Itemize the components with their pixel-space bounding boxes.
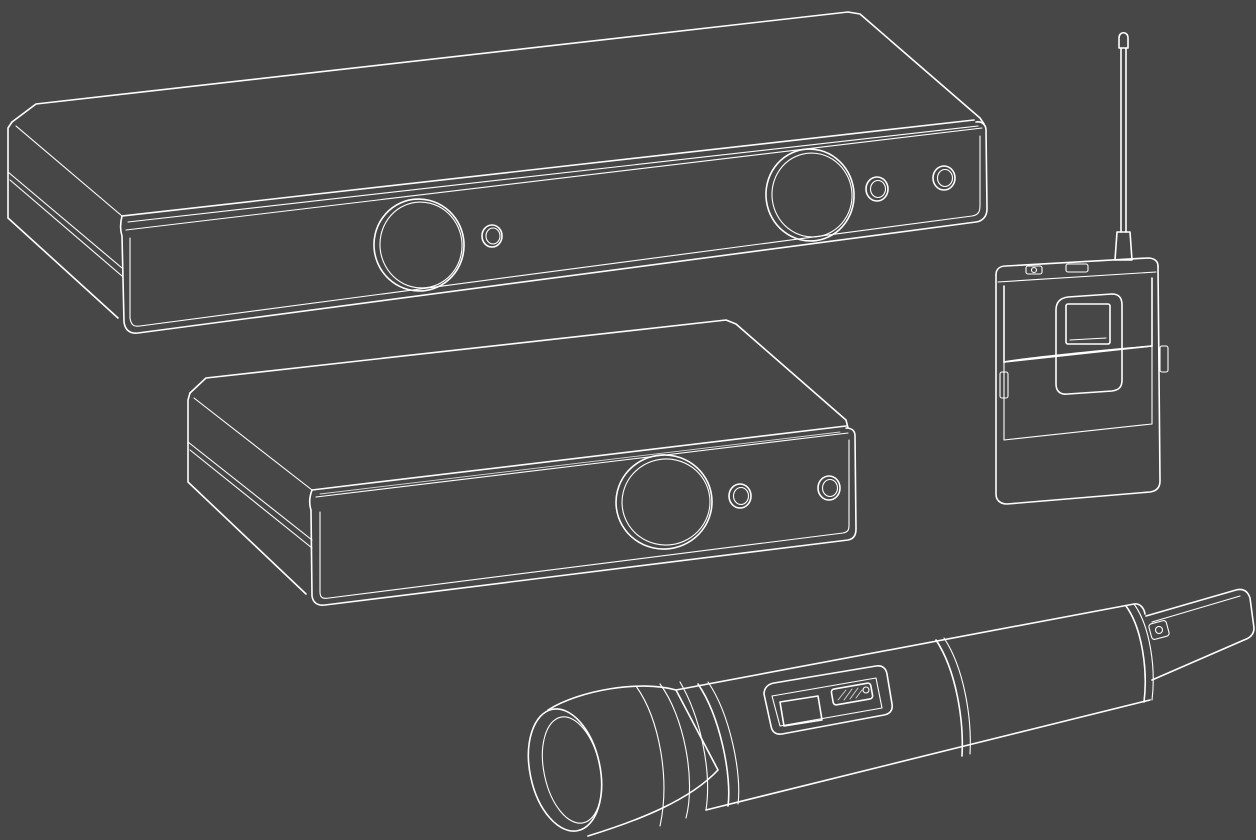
dual-receiver-icon bbox=[7, 11, 988, 334]
single-receiver-icon bbox=[187, 319, 857, 606]
handheld-microphone-icon bbox=[527, 588, 1255, 837]
bodypack-transmitter-icon bbox=[995, 31, 1169, 505]
